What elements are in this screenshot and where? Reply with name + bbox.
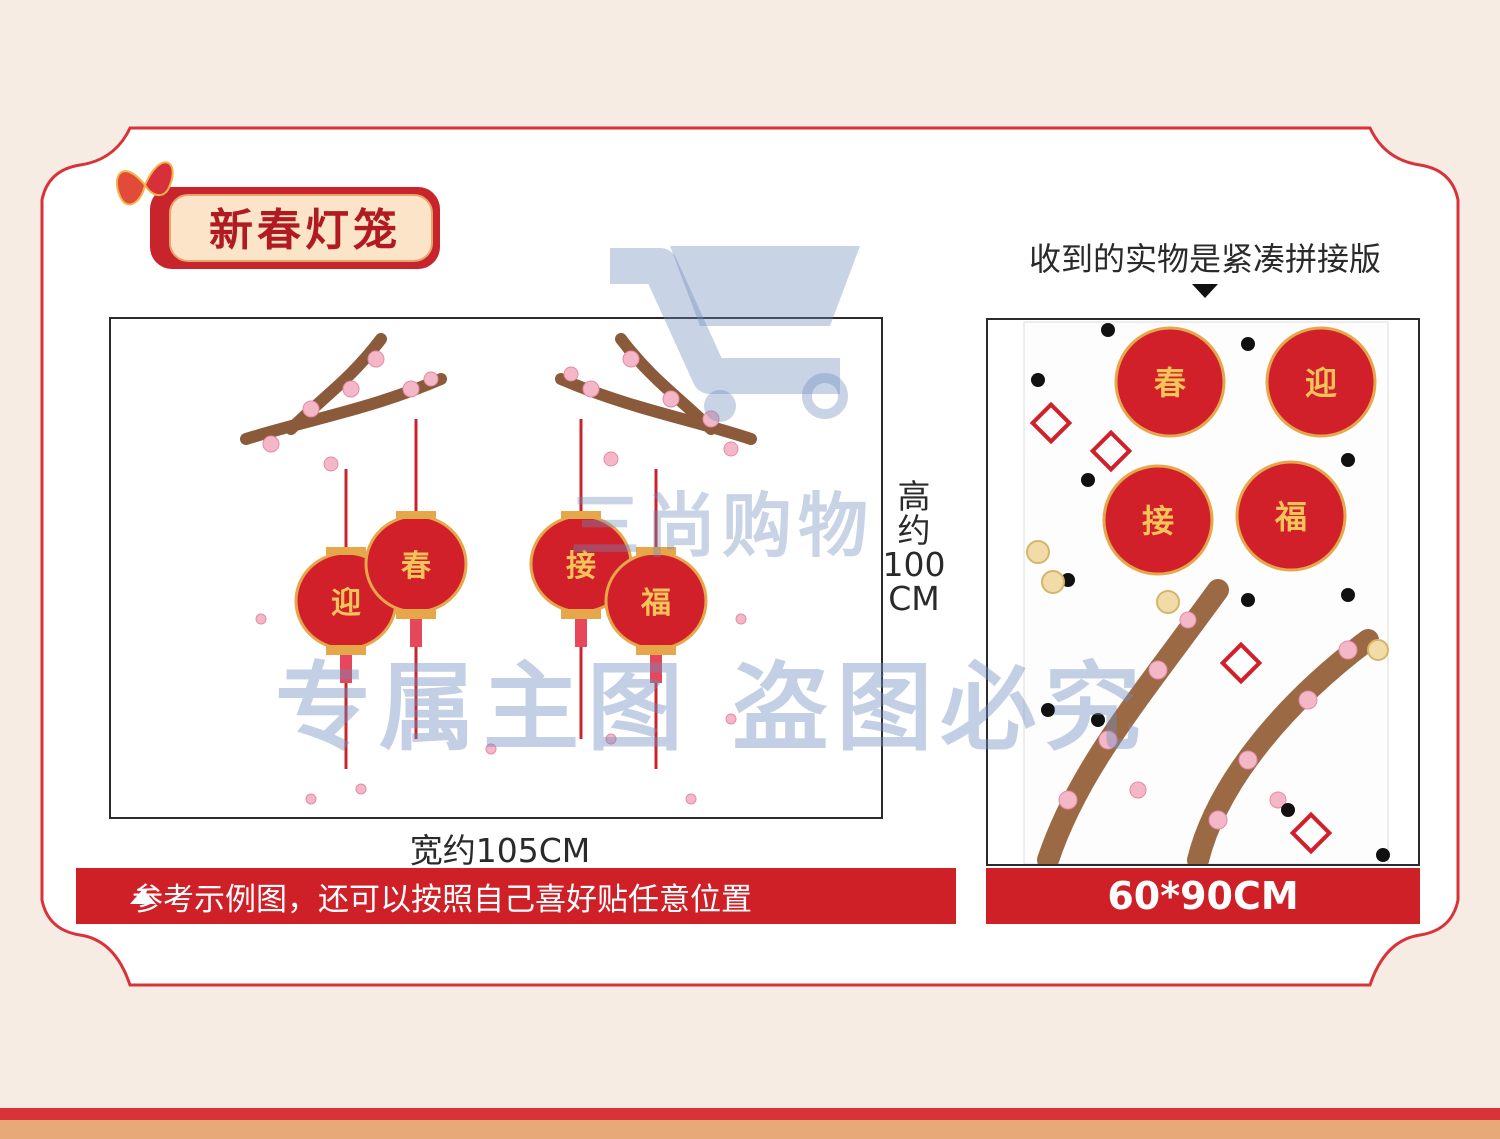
lantern-char-2: 春: [401, 549, 431, 584]
sheet-lantern-char-1: 春: [1154, 364, 1186, 402]
sheet-lantern-char-4: 福: [1274, 498, 1307, 536]
cart-watermark-icon: [610, 246, 860, 422]
sheet-lantern-char-3: 接: [1142, 502, 1174, 540]
title-badge: [150, 187, 440, 269]
width-label: 宽约105CM: [409, 831, 591, 870]
triangle-up-icon: [130, 889, 156, 904]
actual-note: 收到的实物是紧凑拼接版: [1028, 240, 1381, 278]
product-size-bar: 60*90CM: [986, 868, 1420, 924]
butterfly-icon: [115, 161, 174, 206]
lantern-char-4: 福: [640, 586, 671, 621]
sheet-lantern-char-2: 迎: [1305, 364, 1337, 402]
triangle-down-icon: [1192, 284, 1218, 298]
bottom-decorative-bar: [0, 1108, 1500, 1139]
actual-product-panel: 春 迎 接 福: [986, 318, 1420, 866]
sticker-sheet-illustration: 春 迎 接 福: [1023, 321, 1390, 864]
lantern-illustration: 迎 春 接 福: [240, 333, 757, 805]
lantern-char-1: 迎: [331, 586, 361, 621]
lantern-group: [294, 511, 708, 683]
example-image-panel: 迎 春 接 福: [109, 317, 883, 819]
section-title: 新春灯笼: [209, 205, 401, 256]
lantern-char-3: 接: [566, 549, 596, 584]
watermark-notice: 专属主图 盗图必究: [275, 652, 1149, 764]
example-caption-bar: 参考示例图，还可以按照自己喜好贴任意位置: [76, 868, 956, 924]
watermark-brand: 三尚购物: [570, 485, 874, 567]
height-label: 高 约 100 CM: [882, 477, 946, 618]
